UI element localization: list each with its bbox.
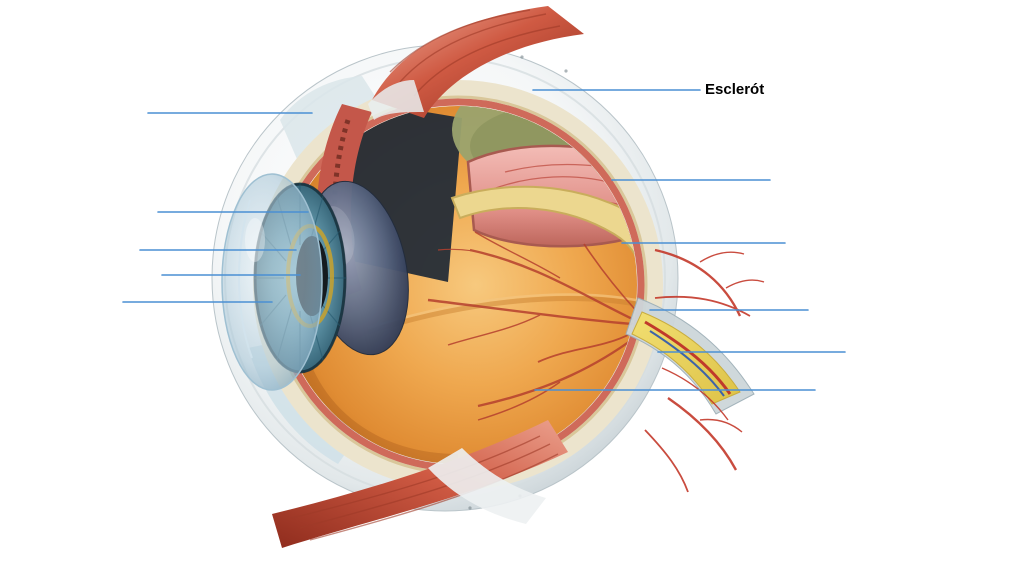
inferior-tendon <box>428 448 546 524</box>
cornea-highlight <box>245 218 265 262</box>
extraocular-muscles <box>272 6 584 548</box>
retina-cut-band <box>450 185 637 314</box>
label-esclerotica: Esclerót <box>705 81 765 98</box>
leader-lines <box>122 89 846 391</box>
retina-fold-highlight <box>367 293 637 330</box>
conjunctiva-upper <box>280 76 384 166</box>
inferior-rectus-muscle <box>272 420 568 548</box>
optic-nerve <box>625 248 765 493</box>
cornea <box>221 173 323 391</box>
superior-tendon <box>368 80 424 120</box>
anterior-segment <box>221 104 409 391</box>
central-retinal-artery <box>644 320 732 395</box>
anterior-chamber-line <box>238 199 253 359</box>
superior-rectus-muscle <box>368 6 584 120</box>
retina-fold <box>367 296 637 335</box>
